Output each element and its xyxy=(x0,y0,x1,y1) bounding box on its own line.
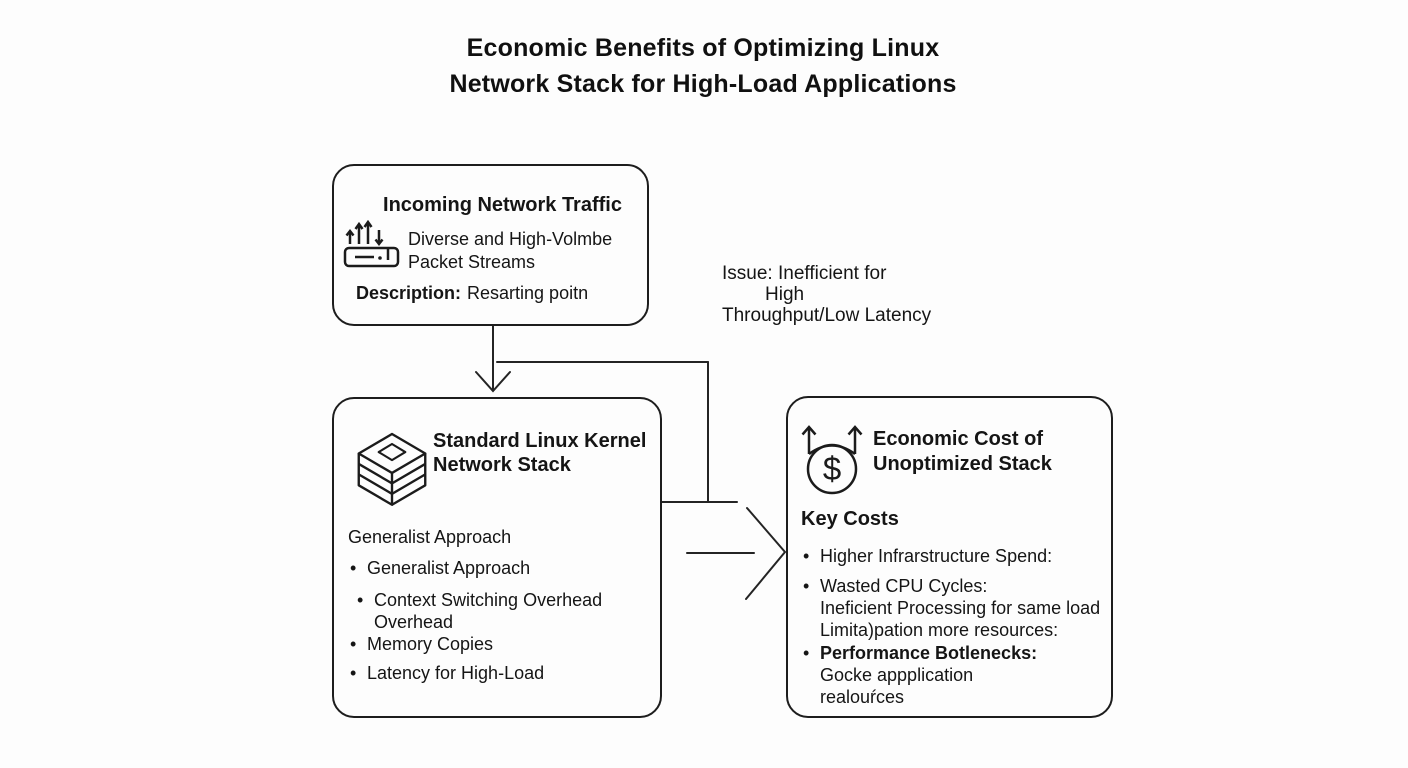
bullet-icon: • xyxy=(803,546,810,566)
economic-cost-node: $ Economic Cost of Unoptimized Stack Key… xyxy=(786,396,1113,718)
arrowhead-right-icon xyxy=(745,507,787,600)
list-item: • Generalist Approach xyxy=(350,557,602,579)
kernel-bullet-2-line-2: Overhead xyxy=(374,612,454,632)
bullet-icon: • xyxy=(350,663,357,683)
cost-bullet-3-title: Performance Botlenecks: xyxy=(820,643,1038,663)
issue-line-1: Issue: Inefficient for xyxy=(722,263,887,284)
kernel-title-line-1: Standard Linux Kernel xyxy=(433,430,647,452)
list-item: • Memory Copies xyxy=(350,633,602,655)
incoming-node-description: Description:Resarting poitn xyxy=(356,283,588,304)
cost-bullet-2-line-2: Ineficient Processing for same load xyxy=(820,598,1101,618)
list-item: • Wasted CPU Cycles: Ineficient Processi… xyxy=(803,575,1100,641)
network-traffic-icon xyxy=(343,220,400,268)
cost-bullet-2: Wasted CPU Cycles: Ineficient Processing… xyxy=(820,575,1100,641)
kernel-stack-icon xyxy=(357,432,427,506)
cost-bullet-list: • Higher Infrarstructure Spend: • Wasted… xyxy=(803,545,1100,708)
key-costs-heading: Key Costs xyxy=(801,508,899,530)
rising-cost-dollar-icon: $ xyxy=(801,425,863,495)
cost-bullet-2-line-3: Limita)pation more resources: xyxy=(820,620,1059,640)
cost-bullet-3-line-3: realouŕces xyxy=(820,687,905,707)
description-label: Description: xyxy=(356,283,462,303)
bullet-icon: • xyxy=(357,590,364,610)
list-item: • Higher Infrarstructure Spend: xyxy=(803,545,1100,567)
subtitle-line-2: Packet Streams xyxy=(408,252,536,272)
kernel-bullet-4: Latency for High-Load xyxy=(367,663,545,683)
list-item: • Performance Botlenecks: Gocke appplica… xyxy=(803,642,1100,708)
list-item: • Context Switching Overhead Overhead xyxy=(357,589,602,633)
description-value: Resarting poitn xyxy=(467,283,589,303)
arrowhead-down-icon xyxy=(475,371,511,393)
kernel-node-title: Standard Linux Kernel Network Stack xyxy=(433,429,646,477)
title-line-2: Network Stack for High-Load Applications xyxy=(449,70,957,98)
incoming-node-title: Incoming Network Traffic xyxy=(383,194,622,216)
issue-line-2: High xyxy=(765,284,805,305)
dollar-symbol: $ xyxy=(823,450,841,487)
incoming-node-subtitle: Diverse and High-Volmbe Packet Streams xyxy=(408,228,612,274)
bullet-icon: • xyxy=(350,558,357,578)
issue-annotation: Issue: Inefficient for High Throughput/L… xyxy=(722,263,931,326)
cost-bullet-1: Higher Infrarstructure Spend: xyxy=(820,546,1053,566)
cost-bullet-3-line-2: Gocke appplication xyxy=(820,665,974,685)
kernel-bullet-2: Context Switching Overhead Overhead xyxy=(374,589,602,633)
kernel-bullet-1: Generalist Approach xyxy=(367,558,531,578)
title-line-1: Economic Benefits of Optimizing Linux xyxy=(466,34,940,62)
kernel-bullet-2-line-1: Context Switching Overhead xyxy=(374,590,603,610)
cost-title-line-1: Economic Cost of xyxy=(873,428,1044,450)
cost-node-title: Economic Cost of Unoptimized Stack xyxy=(873,427,1052,477)
cost-bullet-2-title: Wasted CPU Cycles: xyxy=(820,576,988,596)
kernel-bullet-list: • Generalist Approach • Context Switchin… xyxy=(350,557,602,684)
cost-bullet-3: Performance Botlenecks: Gocke appplicati… xyxy=(820,642,1037,708)
kernel-intro-text: Generalist Approach xyxy=(348,527,512,547)
diagram-title: Economic Benefits of Optimizing Linux Ne… xyxy=(353,30,1053,102)
bullet-icon: • xyxy=(803,643,810,663)
kernel-bullet-3: Memory Copies xyxy=(367,634,494,654)
incoming-traffic-node: Incoming Network Traffic Diverse and Hig… xyxy=(332,164,649,326)
kernel-stack-node: Standard Linux Kernel Network Stack Gene… xyxy=(332,397,662,718)
list-item: • Latency for High-Load xyxy=(350,662,602,684)
kernel-title-line-2: Network Stack xyxy=(433,454,571,476)
subtitle-line-1: Diverse and High-Volmbe xyxy=(408,229,613,249)
bullet-icon: • xyxy=(803,576,810,596)
bullet-icon: • xyxy=(350,634,357,654)
issue-line-3: Throughput/Low Latency xyxy=(722,305,932,326)
cost-title-line-2: Unoptimized Stack xyxy=(873,453,1052,475)
